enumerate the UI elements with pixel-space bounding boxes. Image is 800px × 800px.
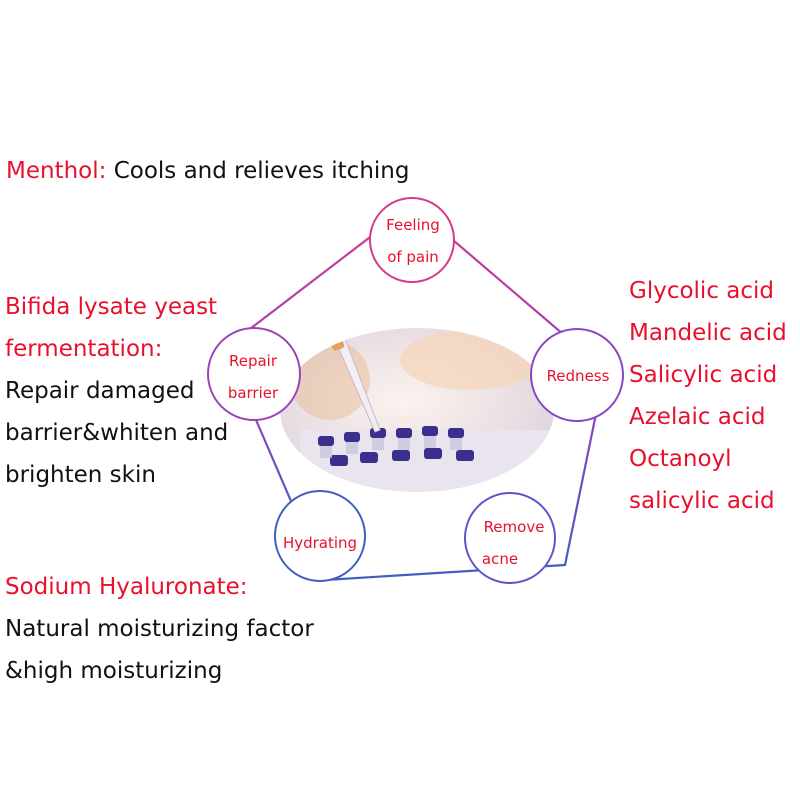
acid-item: Glycolic acid [629,278,775,304]
bifida-name-line-2: fermentation: [5,336,163,362]
node-circle-hydrating [274,490,366,582]
menthol-desc: Cools and relieves itching [113,158,410,184]
node-circle-remove-acne [464,492,556,584]
sodium-text-block: Sodium Hyaluronate: Natural moisturizing… [5,566,314,692]
acid-item: Salicylic acid [629,362,778,388]
sodium-desc-line-2: &high moisturizing [5,658,223,684]
acids-list: Glycolic acid Mandelic acid Salicylic ac… [629,270,787,522]
node-label-feeling-of-pain-1: Feeling [386,216,440,234]
node-circle-redness [530,328,624,422]
bifida-desc-line-3: brighten skin [5,462,156,488]
node-label-repair-barrier-2: barrier [228,384,279,402]
acid-item: Azelaic acid [629,404,766,430]
node-label-hydrating: Hydrating [283,534,357,552]
acid-item: Mandelic acid [629,320,787,346]
node-label-redness: Redness [547,367,610,385]
bifida-desc-line-1: Repair damaged [5,378,195,404]
bifida-desc-line-2: barrier&whiten and [5,420,229,446]
node-label-repair-barrier-1: Repair [229,352,278,370]
bifida-text-block: Bifida lysate yeast fermentation: Repair… [5,286,228,496]
node-circle-feeling-of-pain [369,197,455,283]
node-label-feeling-of-pain-2: of pain [387,248,439,266]
node-label-remove-acne-1: Remove [484,518,545,536]
acid-item: salicylic acid [629,488,775,514]
sodium-name: Sodium Hyaluronate: [5,574,248,600]
menthol-text-block: Menthol: Cools and relieves itching [6,158,409,184]
bifida-name-line-1: Bifida lysate yeast [5,294,218,320]
menthol-name: Menthol: [6,158,107,184]
acid-item: Octanoyl [629,446,732,472]
node-label-remove-acne-2: acne [482,550,518,568]
node-circle-repair-barrier [207,327,301,421]
sodium-desc-line-1: Natural moisturizing factor [5,616,314,642]
center-lab-photo [280,328,554,492]
